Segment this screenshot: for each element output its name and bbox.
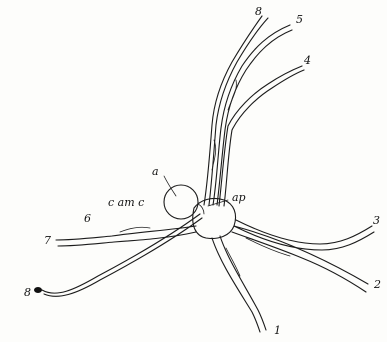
label-8-top: 8 [255,5,262,18]
label-1: 1 [274,324,281,337]
label-cam: c am c [108,196,144,209]
label-7: 7 [44,234,51,247]
label-6: 6 [84,212,91,225]
fiber-8 [34,213,203,297]
round-nucleus [163,184,205,220]
label-8: 8 [24,286,31,299]
label-5: 5 [296,13,303,26]
label-4: 4 [303,54,311,67]
label-2: 2 [373,278,381,291]
label-3: 3 [373,214,380,227]
label-a: a [152,165,159,178]
terminal-knob [34,287,42,293]
label-a-pointer [163,175,177,197]
upper-fiber-bundle [203,15,305,207]
fiber-2 [231,225,369,293]
fiber-3 [233,219,375,251]
label-ap: ap [232,191,246,204]
fiber-1 [211,235,267,333]
label-ap-pointer [207,199,229,207]
fiber-6-7 [55,225,197,247]
